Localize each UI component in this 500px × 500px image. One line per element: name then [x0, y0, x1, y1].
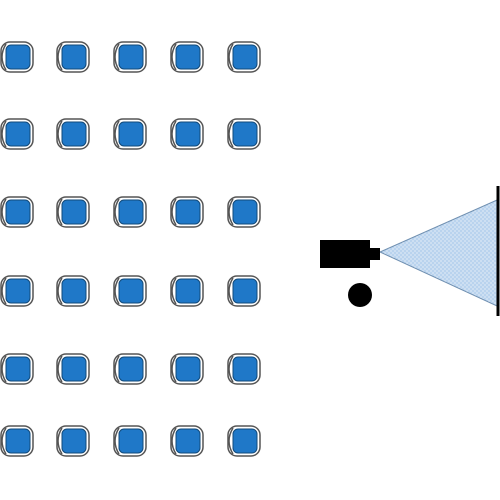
- chair-icon: [113, 275, 147, 307]
- chair-icon: [56, 41, 90, 73]
- chair-icon: [0, 196, 34, 228]
- chair-icon: [170, 196, 204, 228]
- person-icon: [348, 283, 372, 307]
- chair-icon: [113, 41, 147, 73]
- chair-icon: [227, 118, 261, 150]
- projector-icon: [320, 240, 380, 268]
- chair-icon: [56, 118, 90, 150]
- chair-icon: [113, 353, 147, 385]
- chair-icon: [227, 275, 261, 307]
- chair-icon: [0, 41, 34, 73]
- chair-icon: [113, 425, 147, 457]
- chair-icon: [56, 425, 90, 457]
- projection-beam: [378, 199, 498, 307]
- chair-icon: [170, 353, 204, 385]
- chair-icon: [227, 41, 261, 73]
- chair-icon: [113, 196, 147, 228]
- chair-icon: [227, 353, 261, 385]
- chair-icon: [227, 196, 261, 228]
- chair-icon: [56, 353, 90, 385]
- seat-grid: [0, 41, 261, 457]
- chair-icon: [113, 118, 147, 150]
- chair-icon: [0, 353, 34, 385]
- chair-icon: [0, 425, 34, 457]
- chair-icon: [170, 425, 204, 457]
- chair-icon: [170, 118, 204, 150]
- chair-icon: [0, 118, 34, 150]
- chair-icon: [227, 425, 261, 457]
- chair-icon: [56, 196, 90, 228]
- chair-icon: [170, 41, 204, 73]
- chair-icon: [0, 275, 34, 307]
- chair-icon: [170, 275, 204, 307]
- chair-icon: [56, 275, 90, 307]
